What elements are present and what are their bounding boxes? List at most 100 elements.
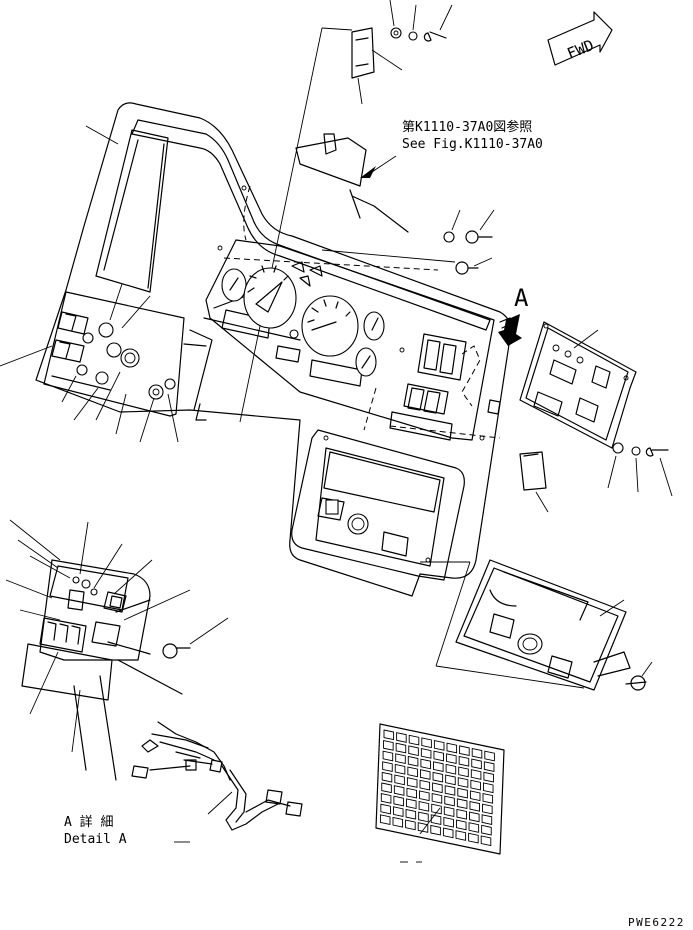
- dashboard-panel: [35, 102, 512, 597]
- label-cell: [469, 790, 481, 802]
- label-cell: [382, 750, 394, 762]
- label-cell: [456, 819, 467, 831]
- label-cell: [406, 777, 418, 788]
- right-cover-plate: [519, 321, 637, 449]
- ref-note-en: See Fig.K1110-37A0: [402, 137, 543, 152]
- arrow-down-icon: [498, 314, 522, 346]
- label-cell: [396, 732, 407, 743]
- label-cell: [394, 774, 405, 786]
- label-cell: [483, 771, 494, 783]
- label-cell: [469, 811, 480, 823]
- label-cell: [446, 753, 457, 765]
- label-cell: [443, 816, 454, 828]
- label-cell: [432, 771, 444, 783]
- label-cell: [393, 785, 405, 796]
- label-sheet: [375, 723, 505, 855]
- label-cell: [433, 740, 445, 751]
- label-cell: [430, 824, 441, 836]
- label-cell: [419, 790, 430, 802]
- label-cell: [480, 835, 492, 847]
- ref-note-jp: 第K1110-37A0図参照: [402, 119, 532, 135]
- label-cell: [456, 798, 468, 810]
- label-cell: [382, 761, 393, 772]
- detail-a-view: [5, 519, 229, 781]
- label-cell: [380, 803, 391, 815]
- label-cell: [482, 793, 494, 804]
- label-cell: [470, 779, 481, 791]
- left-switch-module: [0, 125, 213, 443]
- label-cell: [381, 771, 393, 783]
- label-cell: [484, 750, 495, 762]
- label-cell: [483, 782, 494, 794]
- label-cell: [471, 758, 482, 770]
- label-cell: [444, 795, 455, 807]
- label-cell: [457, 787, 468, 799]
- mid-bracket: [295, 133, 409, 233]
- label-cell: [395, 742, 407, 754]
- label-cell: [433, 761, 444, 772]
- wiring-harness: [131, 721, 303, 831]
- label-cell: [468, 822, 480, 833]
- label-cell: [383, 729, 395, 741]
- label-cell: [458, 766, 469, 778]
- label-cell: [418, 811, 429, 823]
- label-cell: [433, 750, 444, 762]
- top-hardware: [351, 0, 453, 105]
- label-cell: [468, 832, 479, 844]
- label-cell: [482, 803, 493, 815]
- label-cell: [456, 808, 467, 820]
- label-cell: [457, 777, 469, 788]
- label-cell: [393, 795, 404, 807]
- label-cell: [393, 806, 404, 818]
- label-cell: [383, 740, 394, 751]
- label-cell: [395, 753, 406, 765]
- label-cell: [444, 785, 456, 796]
- label-cell: [430, 814, 442, 825]
- detail-label-jp: A 詳 細: [64, 814, 113, 830]
- label-cell: [443, 806, 455, 818]
- label-cell: [446, 742, 458, 754]
- detail-label-en: Detail A: [64, 832, 127, 847]
- label-cell: [420, 758, 431, 770]
- drawing-number: PWE6222: [628, 916, 685, 929]
- label-cell: [379, 814, 391, 825]
- label-cell: [405, 808, 417, 820]
- label-cell: [406, 798, 417, 810]
- fwd-label: FWD: [564, 36, 596, 63]
- gauge-cluster: [221, 261, 385, 377]
- label-cell: [459, 745, 470, 757]
- lower-right-cover: [420, 559, 631, 691]
- label-cell: [417, 822, 429, 833]
- label-cell: [471, 747, 483, 759]
- label-cell: [420, 769, 431, 780]
- fwd-arrow-icon: FWD: [547, 11, 613, 66]
- label-cell: [483, 761, 495, 772]
- label-cell: [407, 755, 419, 767]
- callout-a: A: [514, 284, 529, 312]
- label-cell: [442, 827, 454, 839]
- label-cell: [432, 782, 443, 794]
- label-cell: [381, 782, 392, 794]
- label-cell: [380, 793, 392, 804]
- label-cell: [420, 747, 432, 759]
- label-cell: [392, 816, 404, 828]
- label-cell: [419, 779, 431, 791]
- label-cell: [394, 763, 406, 775]
- label-cell: [407, 766, 418, 778]
- label-cell: [421, 737, 432, 749]
- label-cell: [469, 800, 480, 812]
- label-cell: [470, 769, 482, 780]
- label-cell: [406, 787, 417, 799]
- label-cell: [418, 800, 430, 812]
- label-cell: [481, 814, 493, 825]
- label-cell: [431, 803, 442, 815]
- label-cell: [481, 824, 492, 836]
- label-cell: [445, 774, 456, 786]
- label-cell: [408, 734, 420, 746]
- label-cell: [408, 745, 419, 757]
- label-cell: [445, 763, 457, 775]
- label-cell: [458, 755, 470, 767]
- label-cell: [455, 830, 467, 841]
- label-cell: [405, 819, 416, 831]
